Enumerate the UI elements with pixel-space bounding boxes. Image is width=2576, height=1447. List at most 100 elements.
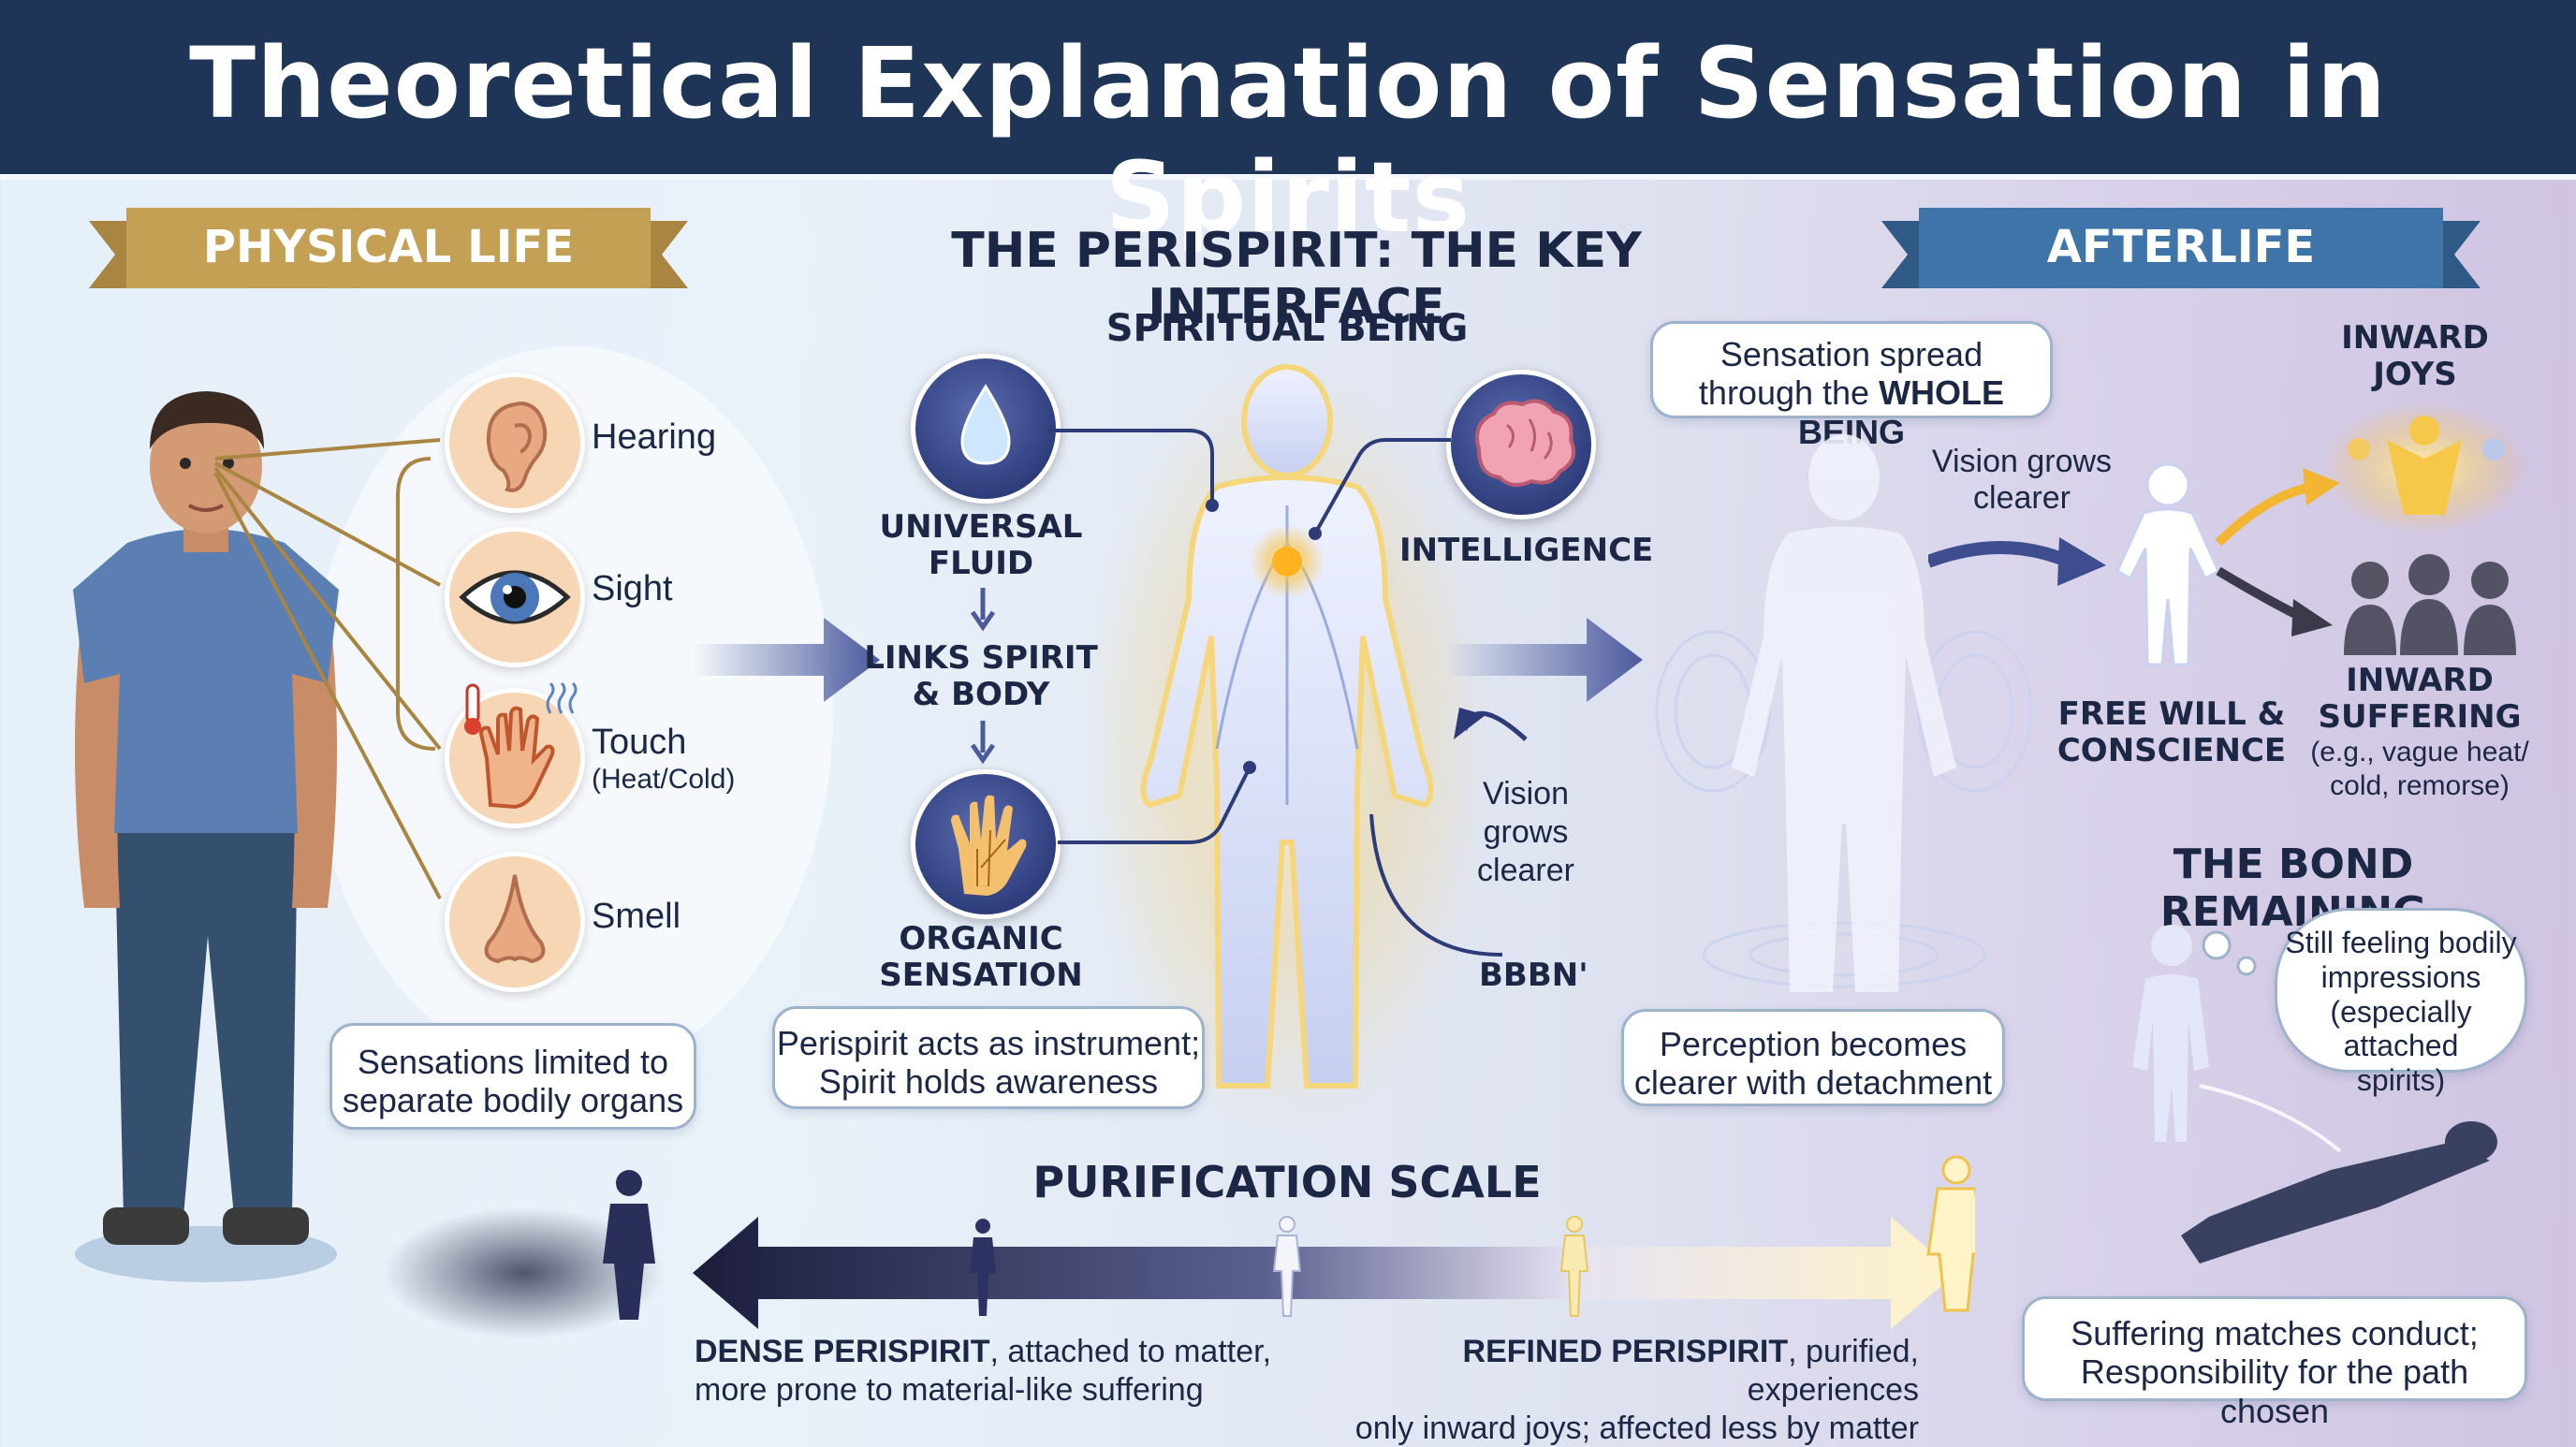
spiritual-being-label: SPIRITUAL BEING <box>1105 307 1469 350</box>
physical-caption: Sensations limited to separate bodily or… <box>329 1023 696 1130</box>
refined-line1: REFINED PERISPIRIT, purified, experience… <box>1329 1333 1919 1410</box>
spread-line2-plain: through the <box>1698 373 1880 413</box>
sense-sublabel-touch: (Heat/Cold) <box>592 764 736 795</box>
perispirit-connectors <box>1048 429 1451 844</box>
intelligence-circle <box>1446 370 1596 519</box>
physical-caption-line1: Sensations limited to <box>357 1043 669 1081</box>
vision-grows-label: Vision grows clearer <box>1460 775 1591 889</box>
organic-line1: ORGANIC <box>899 920 1063 957</box>
brain-icon <box>1475 399 1575 488</box>
conduct-line1: Suffering matches conduct; <box>2071 1314 2479 1352</box>
curved-arrow-vision <box>1369 708 1528 957</box>
conduct-line2: Responsibility for the path chosen <box>2080 1352 2469 1430</box>
conduct-bubble: Suffering matches conduct; Responsibilit… <box>2022 1296 2527 1430</box>
down-arrow-1 <box>970 588 996 632</box>
artifact-text: BBBN' <box>1479 957 1588 994</box>
organic-sensation-circle <box>911 769 1061 919</box>
joys-line1: INWARD <box>2341 319 2489 357</box>
universal-fluid-line1: UNIVERSAL <box>879 508 1083 546</box>
suffering-line3: (e.g., vague heat/ <box>2310 737 2529 767</box>
refined-perispirit-text: REFINED PERISPIRIT, purified, experience… <box>1329 1333 1919 1447</box>
purification-heading: PURIFICATION SCALE <box>1032 1157 1542 1207</box>
refined-bold: REFINED PERISPIRIT <box>1462 1334 1789 1369</box>
ear-circle <box>445 373 585 513</box>
suffering-line1: INWARD <box>2346 662 2494 699</box>
suffering-line4: cold, remorse) <box>2330 770 2510 801</box>
physical-life-label: PHYSICAL LIFE <box>202 221 575 273</box>
afterlife-vision-label: Vision grows clearer <box>1910 444 2134 517</box>
bond-line2: impressions <box>2320 959 2481 994</box>
physical-caption-line2: separate bodily organs <box>342 1081 684 1120</box>
hand-icon <box>478 706 555 810</box>
spread-line2-bold: WHOLE BEING <box>1797 373 2005 451</box>
nerve-hand-icon <box>951 795 1027 896</box>
sense-label-touch: Touch <box>592 723 687 762</box>
afterlife-banner <box>1881 208 2481 288</box>
sense-label-sight: Sight <box>592 569 673 608</box>
organic-line2: SENSATION <box>879 957 1083 995</box>
perispirit-caption: Perispirit acts as instrument; Spirit ho… <box>772 1006 1205 1109</box>
bond-line1: Still feeling bodily <box>2285 926 2517 959</box>
universal-fluid-circle <box>911 354 1061 504</box>
refined-line2: only inward joys; affected less by matte… <box>1354 1410 1919 1446</box>
perception-line2: clearer with detachment <box>1633 1063 1993 1103</box>
dense-line2: more prone to material-like suffering <box>695 1371 1204 1408</box>
intelligence-label: INTELLIGENCE <box>1399 532 1654 569</box>
eye-circle <box>445 527 585 667</box>
perispirit-heading: THE PERISPIRIT: THE KEY INTERFACE <box>951 223 1642 335</box>
afterlife-label: AFTERLIFE <box>2046 221 2316 273</box>
afterlife-vision-arrow <box>1928 537 2106 586</box>
inward-joys-label: INWARD JOYS <box>2312 319 2518 394</box>
thermometer-icon <box>464 683 481 735</box>
afterlife-vision-line2: clearer <box>1973 480 2071 517</box>
spiritual-body <box>1081 356 1493 1142</box>
organic-sensation-label: ORGANIC SENSATION <box>855 920 1107 995</box>
arrow-to-afterlife <box>1446 618 1643 702</box>
bond-thought-bubble: Still feeling bodily impressions (especi… <box>2275 908 2527 1097</box>
eye-icon <box>459 570 571 624</box>
bond-line4: spirits) <box>2356 1063 2446 1098</box>
arrow-to-perispirit <box>693 618 880 702</box>
refined-rest1: , purified, experiences <box>1747 1334 1919 1408</box>
nose-icon <box>484 874 546 964</box>
water-drop-icon <box>960 384 1011 465</box>
spread-bubble: Sensation spread through the WHOLE BEING <box>1650 321 2053 451</box>
down-arrow-2 <box>970 721 996 765</box>
sense-connectors <box>213 438 442 899</box>
spread-line1: Sensation spread <box>1720 335 1983 373</box>
afterlife-body <box>1655 434 2033 992</box>
joyful-spirits-icon <box>2321 402 2527 533</box>
perception-line1: Perception becomes <box>1659 1025 1968 1063</box>
heat-waves-icon <box>546 681 578 714</box>
perispirit-caption-line2: Spirit holds awareness <box>818 1062 1159 1102</box>
physical-life-banner <box>89 208 688 288</box>
afterlife-vision-line1: Vision grows <box>1931 444 2113 479</box>
title-bar: Theoretical Explanation of Sensation in … <box>0 0 2576 255</box>
free-will-line2: CONSCIENCE <box>2056 732 2287 770</box>
perception-bubble: Perception becomes clearer with detachme… <box>1621 1009 2005 1106</box>
free-will-line1: FREE WILL & <box>2057 695 2286 733</box>
vision-line2: grows <box>1483 813 1569 850</box>
nose-circle <box>445 852 585 992</box>
bond-scene <box>2132 925 2497 1264</box>
vision-line3: clearer <box>1477 852 1574 888</box>
perispirit-caption-line1: Perispirit acts as instrument; <box>776 1024 1201 1062</box>
dense-bold: DENSE PERISPIRIT <box>695 1334 990 1369</box>
page-title: Theoretical Explanation of Sensation in … <box>189 26 2387 255</box>
purification-scale-arrow <box>384 1155 1975 1338</box>
joys-line2: JOYS <box>2373 356 2457 394</box>
universal-fluid-label: UNIVERSAL FLUID <box>864 508 1098 583</box>
dense-line1: DENSE PERISPIRIT, attached to matter, <box>695 1333 1271 1371</box>
free-will-label: FREE WILL & CONSCIENCE <box>2055 695 2289 770</box>
inward-suffering-label: INWARD SUFFERING <box>2303 662 2537 737</box>
suffering-line2: SUFFERING <box>2318 698 2522 737</box>
links-line2: & BODY <box>912 676 1050 714</box>
free-will-figure <box>2115 462 2220 666</box>
sense-label-hearing: Hearing <box>592 417 717 457</box>
suffering-examples: (e.g., vague heat/ cold, remorse) <box>2284 736 2555 803</box>
universal-fluid-line2: FLUID <box>928 545 1034 583</box>
ear-icon <box>486 401 548 492</box>
suffering-spirits-icon <box>2344 554 2516 655</box>
links-label: LINKS SPIRIT & BODY <box>845 639 1117 714</box>
dense-rest1: , attached to matter, <box>989 1334 1272 1369</box>
